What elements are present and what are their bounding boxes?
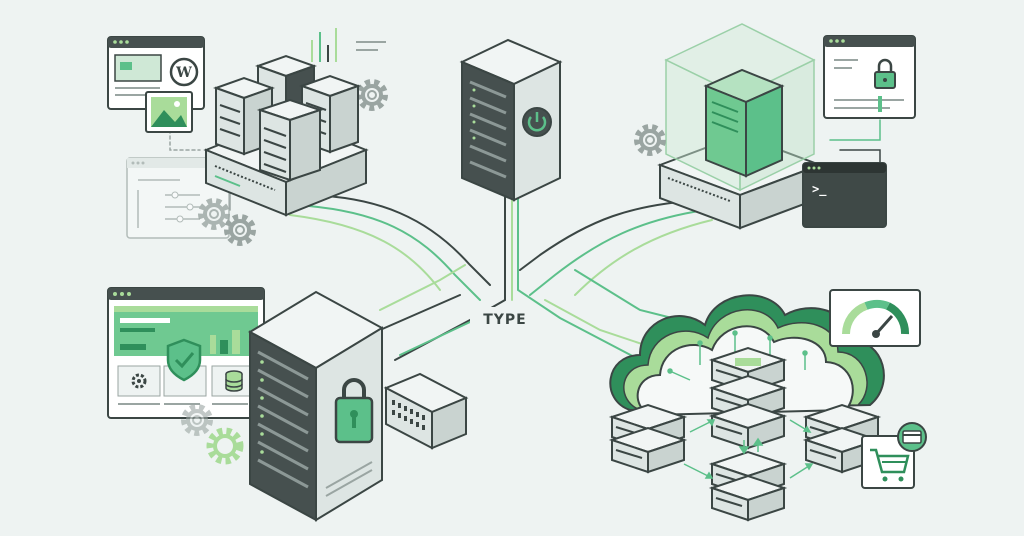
signal-ticks [311,28,386,62]
settings-panel [126,157,230,239]
gear-icon [637,127,663,153]
gear-icon [227,217,253,243]
network-switch [383,372,469,450]
image-icon [145,91,193,133]
gear-icon [206,427,244,465]
terminal-icon: >_ [802,162,887,228]
wordpress-icon: W [169,57,199,87]
gear-icon [131,373,147,389]
cart-icon [861,435,915,489]
center-type-label: TYPE [470,307,540,333]
center-server-tower [459,38,563,202]
power-icon [522,107,552,137]
secure-window [823,35,916,119]
terminal-prompt: >_ [812,182,827,197]
svg-text:W: W [175,65,192,81]
cloud-arrows [683,419,814,479]
gauge-icon [829,289,921,347]
lock-icon [874,58,896,89]
gear-icon [359,82,385,108]
credit-card-icon [897,422,927,452]
lock-icon [334,378,374,444]
cloud-server-nodes [611,347,879,521]
shared-server-towers [213,54,361,182]
database-icon [225,370,243,392]
vps-server [703,68,785,178]
shield-check-icon [166,338,202,382]
connection-lines [169,117,881,361]
